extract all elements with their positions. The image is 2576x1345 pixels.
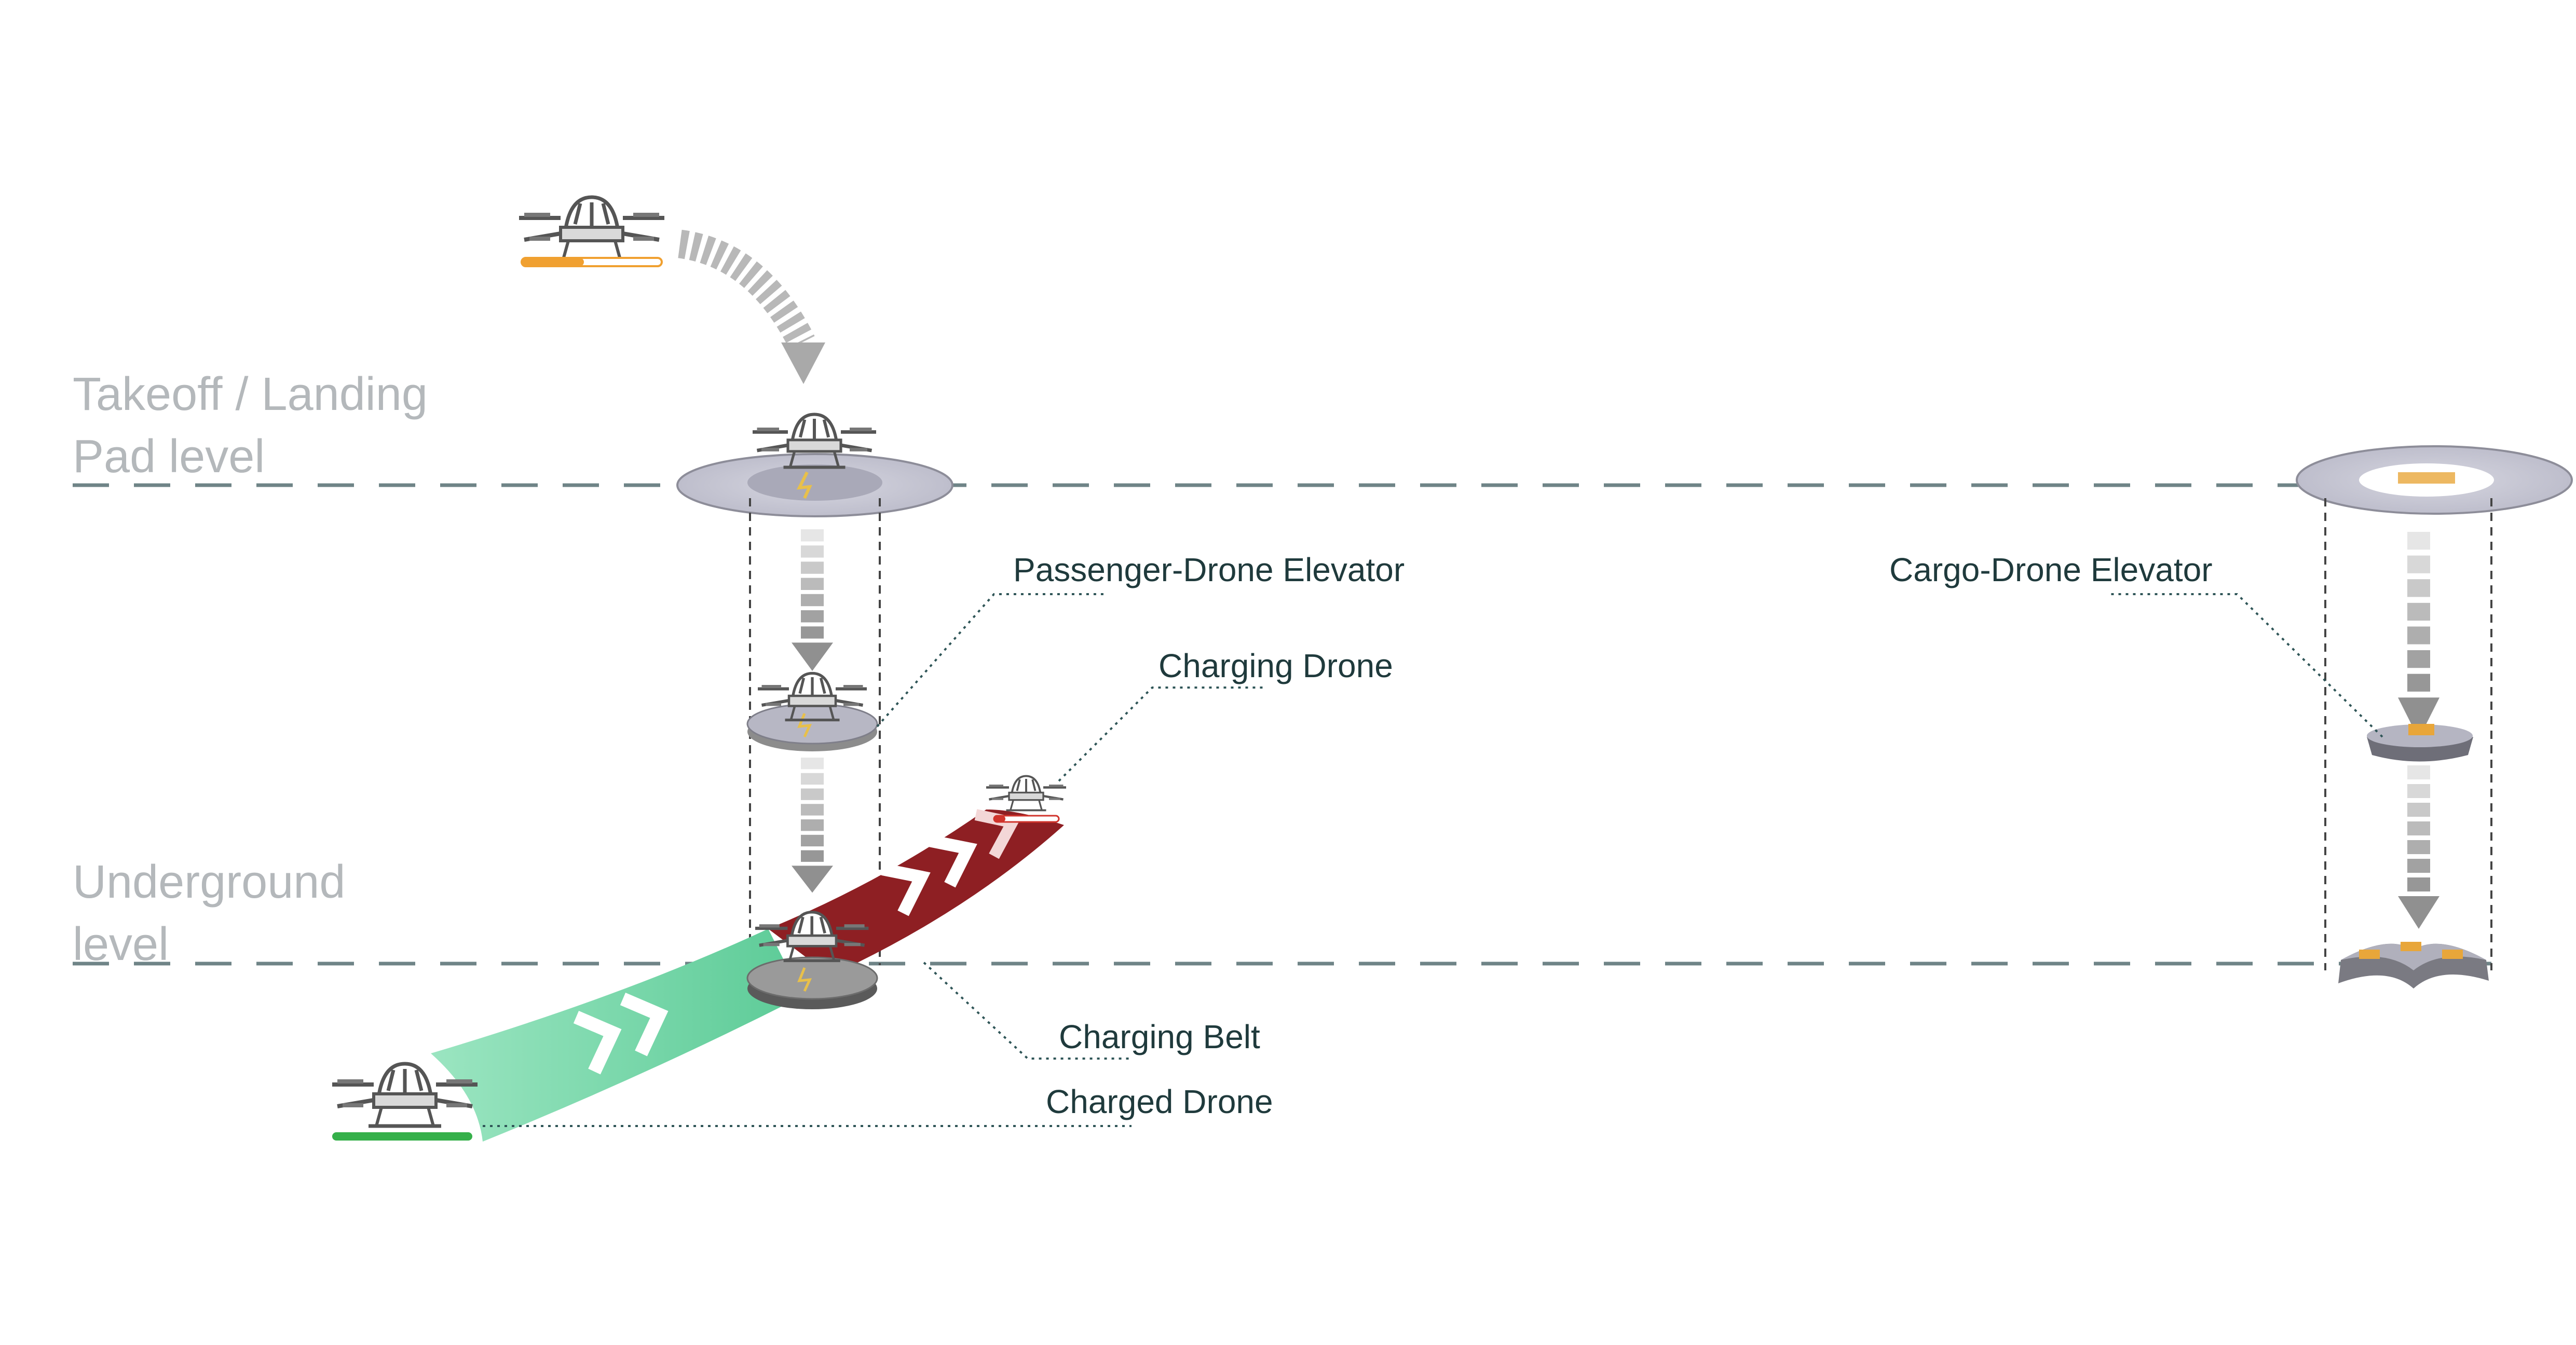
down-arrow-icon [2398, 532, 2439, 739]
underground-level-label-line2: level [73, 918, 169, 970]
cargo-elevator-label: Cargo-Drone Elevator [1889, 551, 2213, 588]
battery-bar-icon [521, 257, 663, 267]
charged-drone-label: Charged Drone [1046, 1083, 1273, 1120]
battery-bar-icon [993, 815, 1060, 823]
cargo-landing-pad [2296, 445, 2573, 515]
charged-belt [431, 929, 802, 1142]
drone-icon [986, 776, 1066, 811]
cargo-platform [2367, 724, 2473, 762]
charging-drone-leader [1058, 687, 1266, 782]
charging-belt [768, 809, 1064, 976]
down-arrow-icon [792, 758, 833, 893]
underground-level-label-line1: Underground [73, 856, 345, 908]
passenger-elevator-leader [876, 593, 1106, 728]
elevator-bottom-platform [746, 956, 878, 1009]
drone-icon [519, 197, 664, 259]
charging-belt-label: Charging Belt [1059, 1018, 1260, 1055]
passenger-elevator-label: Passenger-Drone Elevator [1013, 551, 1405, 588]
battery-bar-icon [332, 1132, 472, 1141]
cargo-bottom-platform [2338, 942, 2489, 989]
cargo-elevator-leader [2107, 593, 2383, 738]
charging-drone-label: Charging Drone [1158, 647, 1393, 684]
takeoff-level-label-line2: Pad level [73, 431, 265, 483]
curved-arrow-icon [677, 229, 825, 384]
takeoff-level-label-line1: Takeoff / Landing [73, 368, 428, 420]
down-arrow-icon [2398, 765, 2439, 929]
elevator-platform [746, 703, 878, 751]
passenger-landing-pad [676, 453, 953, 517]
down-arrow-icon [792, 529, 833, 671]
